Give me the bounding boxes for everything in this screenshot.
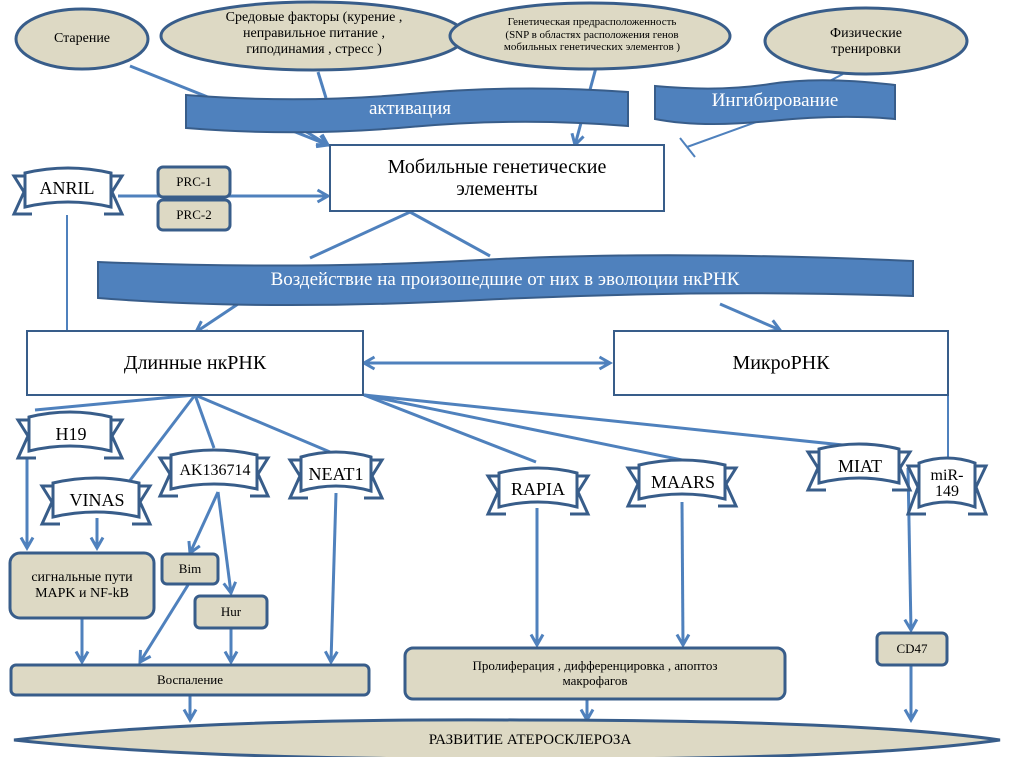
box-prc1-shape: [156, 165, 232, 199]
ribbon-mir149-body: [917, 456, 977, 510]
box-prc2-shape: [156, 198, 232, 232]
outcome-atherosclerosis: РАЗВИТИЕ АТЕРОСКЛЕРОЗА: [428, 731, 632, 748]
ribbon-vinas: VINAS: [69, 489, 125, 510]
ribbon-anril-body: [23, 166, 113, 209]
factor-genetic: Генетическая предрасположенность (SNP в …: [503, 16, 681, 54]
box-bim-shape: [160, 552, 220, 586]
edge-ak-to-bim: [187, 491, 220, 556]
banner-activation: активация: [368, 98, 452, 120]
ribbon-miat-body: [817, 442, 901, 485]
edge-lncrna-to-maars: [363, 393, 683, 462]
outcome-ellipse-shape: [13, 718, 1001, 757]
edge-ak-to-hur: [216, 491, 237, 596]
box-inflammation-shape: [9, 663, 371, 697]
ribbon-vinas-body: [51, 476, 141, 519]
box-lncrna: Длинные нкРНК: [123, 351, 267, 374]
ribbon-rapia-body: [497, 466, 579, 509]
ribbon-neat1-body: [299, 450, 373, 493]
factor-aging-ellipse: [14, 7, 150, 71]
ribbon-h19: H19: [55, 423, 87, 444]
box-proliferation-shape: [403, 646, 787, 701]
ribbon-rapia: RAPIA: [510, 478, 565, 499]
banner-activation-shape: [185, 87, 629, 134]
ribbon-miat: MIAT: [838, 455, 882, 476]
ribbon-mir149: miR- 149: [930, 467, 964, 500]
ribbon-anril: ANRIL: [39, 177, 95, 198]
box-prc2: PRC-2: [176, 206, 212, 222]
edge-effect-to-lncrna: [193, 302, 239, 334]
box-bim: Bim: [178, 560, 202, 576]
edge-neat1-to-inflammation: [323, 492, 339, 666]
edge-lncrna-to-ak136714: [193, 394, 216, 449]
edge-mge-left: [309, 210, 411, 260]
box-cd47-shape: [875, 631, 949, 667]
box-mirna-shape: [613, 330, 949, 396]
banner-inhibition: Ингибирование: [711, 90, 839, 112]
box-hur: Hur: [220, 603, 242, 619]
box-mge-shape: [329, 144, 665, 212]
edge-mir149-to-cd47: [903, 467, 919, 634]
box-mirna: МикроРНК: [732, 351, 830, 374]
box-mge: Мобильные генетические элементы: [387, 155, 607, 200]
inhibition-tbar: [679, 137, 696, 158]
factor-aging: Старение: [53, 31, 111, 47]
edge-lncrna-to-miat: [363, 393, 863, 449]
box-signaling-shape: [8, 551, 156, 620]
ribbon-maars: MAARS: [650, 471, 716, 492]
edge-lncrna-to-neat1: [194, 393, 331, 454]
edge-lncrna-to-vinas: [126, 394, 197, 484]
edge-lncrna-to-rapia: [363, 393, 537, 464]
box-cd47: CD47: [896, 640, 928, 656]
edge-lncrna-to-h19: [34, 393, 196, 412]
ribbon-maars-body: [637, 458, 727, 501]
ribbon-ak136714: AK136714: [179, 462, 251, 480]
ribbon-neat1: NEAT1: [308, 463, 364, 484]
factor-exercise: Физические тренировки: [830, 26, 902, 57]
edge-environment-to-mge: [316, 71, 328, 99]
banner-effect: Воздействие на произошедшие от них в эво…: [270, 269, 740, 291]
box-prc1: PRC-1: [176, 173, 212, 189]
edge-mge-right: [409, 210, 491, 258]
box-hur-shape: [193, 594, 269, 630]
box-proliferation: Пролиферация , дифференцировка , апоптоз…: [472, 657, 718, 688]
factor-exercise-ellipse: [763, 6, 969, 76]
edge-maars-to-proliferation: [675, 501, 691, 649]
banner-inhibition-shape: [654, 79, 896, 126]
edge-bim-to-inflammation: [138, 584, 190, 665]
box-inflammation: Воспаление: [156, 671, 224, 687]
box-lncrna-shape: [26, 330, 364, 396]
factor-genetic-ellipse: [448, 1, 732, 71]
banner-effect-shape: [97, 254, 914, 307]
ribbon-ak136714-body: [169, 448, 259, 491]
box-signaling: сигнальные пути MAPK и NF-kB: [31, 569, 133, 601]
factor-environment: Средовые факторы (курение , неправильное…: [225, 10, 403, 57]
edge-effect-to-mirna: [719, 302, 783, 333]
ribbon-h19-body: [27, 410, 113, 453]
